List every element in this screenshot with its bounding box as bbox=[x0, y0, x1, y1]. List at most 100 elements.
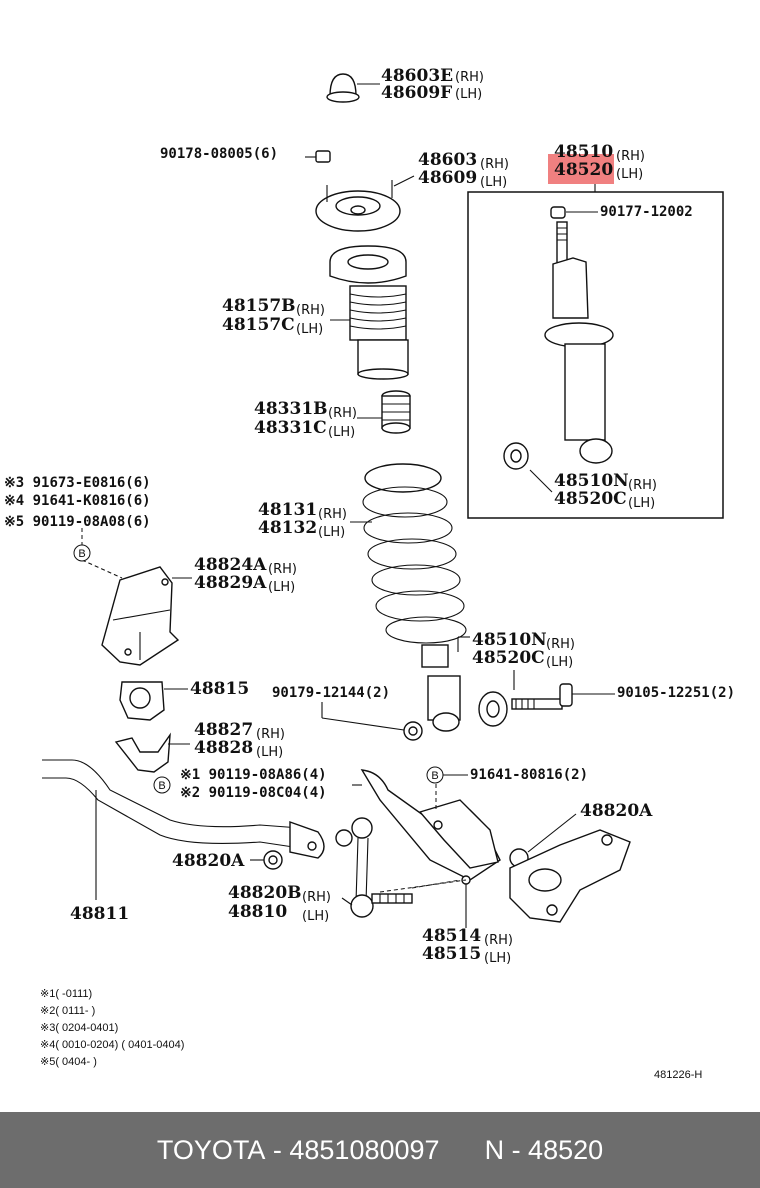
footnote-4: ※4( 0010-0204) ( 0401-0404) bbox=[40, 1039, 184, 1051]
label-48331b-rh: (RH) bbox=[328, 406, 357, 421]
footer-brand: TOYOTA bbox=[156, 1134, 266, 1165]
label-48331c-lh: (LH) bbox=[328, 425, 355, 440]
footer-ref: N - 48520 bbox=[484, 1134, 604, 1165]
callout-b-right-text: B bbox=[431, 770, 438, 782]
label-48811: 48811 bbox=[70, 904, 129, 924]
label-48609f-lh: (LH) bbox=[455, 87, 482, 102]
callout-b-right: B bbox=[426, 766, 444, 784]
footnote-1: ※1( -0111) bbox=[40, 988, 92, 1000]
label-48131: 48131 bbox=[258, 500, 317, 520]
label-90178: 90178-08005(6) bbox=[160, 146, 278, 162]
label-48510n-box: 48510N bbox=[554, 471, 629, 491]
label-48609: 48609 bbox=[418, 168, 477, 188]
label-48510-rh: (RH) bbox=[616, 149, 645, 164]
nut-48820a-left-part bbox=[263, 850, 283, 870]
label-90179: 90179-12144(2) bbox=[272, 685, 390, 701]
stabilizer-link-part bbox=[335, 817, 413, 918]
label-48331c: 48331C bbox=[254, 418, 327, 438]
footnote-5: ※5( 0404- ) bbox=[40, 1056, 97, 1068]
lower-arm-part bbox=[509, 829, 631, 923]
coil-spring-part bbox=[362, 463, 467, 644]
upper-support-part bbox=[315, 180, 401, 232]
label-90119-08a86: ※1 90119-08A86(4) bbox=[180, 767, 327, 783]
diagram-ref-code: 481226-H bbox=[654, 1069, 702, 1081]
footnotes: ※1( -0111) ※2( 0111- ) ※3( 0204-0401) ※4… bbox=[40, 988, 184, 1068]
label-48603-rh: (RH) bbox=[480, 157, 509, 172]
footer-sep-1: - bbox=[265, 1134, 290, 1165]
label-48515: 48515 bbox=[422, 944, 481, 964]
label-48132-lh: (LH) bbox=[318, 525, 345, 540]
callout-b-mid: B bbox=[153, 776, 171, 794]
footer-part-number: 4851080097 bbox=[289, 1134, 440, 1165]
label-48515-lh: (LH) bbox=[484, 951, 511, 966]
label-48132: 48132 bbox=[258, 518, 317, 538]
label-48827-rh: (RH) bbox=[256, 727, 285, 742]
leader-lines bbox=[81, 83, 615, 928]
strut-lower-part bbox=[421, 644, 461, 732]
label-48157b-rh: (RH) bbox=[296, 303, 325, 318]
label-48157c: 48157C bbox=[222, 315, 295, 335]
label-48827: 48827 bbox=[194, 720, 253, 740]
nut-90179-part bbox=[403, 721, 423, 741]
parts-diagram: B B B 48603E (RH) 48609F (LH) 90178-0800… bbox=[4, 66, 735, 1081]
footer-gap bbox=[440, 1135, 485, 1166]
label-48510n: 48510N bbox=[472, 630, 547, 650]
label-48514-rh: (RH) bbox=[484, 933, 513, 948]
label-48331b: 48331B bbox=[254, 399, 328, 419]
label-90105: 90105-12251(2) bbox=[617, 685, 735, 701]
shock-absorber-box bbox=[467, 183, 724, 519]
label-48820b: 48820B bbox=[228, 883, 302, 903]
label-48829a-lh: (LH) bbox=[268, 580, 295, 595]
label-48603: 48603 bbox=[418, 150, 477, 170]
label-91641-80816: 91641-80816(2) bbox=[470, 767, 588, 783]
callout-b-mid-text: B bbox=[158, 780, 165, 792]
part-labels: 48603E (RH) 48609F (LH) 90178-08005(6) 4… bbox=[4, 66, 735, 966]
label-48520c-box-lh: (LH) bbox=[628, 496, 655, 511]
label-91641-k0816: ※4 91641-K0816(6) bbox=[4, 493, 151, 509]
dust-cap-part bbox=[326, 73, 360, 103]
label-48824a: 48824A bbox=[194, 555, 267, 575]
bushing-48815-part bbox=[119, 681, 165, 721]
label-48157b: 48157B bbox=[222, 296, 296, 316]
label-48810-lh: (LH) bbox=[302, 909, 329, 924]
label-90119-08a08: ※5 90119-08A08(6) bbox=[4, 514, 151, 530]
label-48609-lh: (LH) bbox=[480, 175, 507, 190]
label-48514: 48514 bbox=[422, 926, 481, 946]
callout-b-left-text: B bbox=[78, 548, 85, 560]
label-48603e-rh: (RH) bbox=[455, 70, 484, 85]
label-48829a: 48829A bbox=[194, 573, 267, 593]
footnote-2: ※2( 0111- ) bbox=[40, 1005, 95, 1017]
bumper-part bbox=[381, 390, 411, 434]
label-48609f: 48609F bbox=[381, 83, 452, 103]
label-48820b-rh: (RH) bbox=[302, 890, 331, 905]
bolt-90105-part bbox=[478, 683, 573, 727]
label-48510n-rh: (RH) bbox=[546, 637, 575, 652]
label-48510n-box-rh: (RH) bbox=[628, 478, 657, 493]
stabilizer-bar-part bbox=[42, 759, 325, 859]
label-48520-highlighted: 48520 bbox=[554, 160, 613, 180]
footer-bar: TOYOTA - 4851080097 N - 48520 bbox=[0, 1112, 760, 1188]
footnote-3: ※3( 0204-0401) bbox=[40, 1022, 118, 1034]
highlight-box bbox=[548, 154, 614, 184]
label-48820a-left: 48820A bbox=[172, 851, 245, 871]
label-48815: 48815 bbox=[190, 679, 249, 699]
label-48520c: 48520C bbox=[472, 648, 545, 668]
label-48510: 48510 bbox=[554, 142, 613, 162]
label-48520-lh: (LH) bbox=[616, 167, 643, 182]
label-48820a-right: 48820A bbox=[580, 801, 653, 821]
label-48824a-rh: (RH) bbox=[268, 562, 297, 577]
label-48520c-lh: (LH) bbox=[546, 655, 573, 670]
nut-90178-part bbox=[315, 150, 331, 163]
bracket-48824a-part bbox=[101, 566, 180, 666]
label-90119-08c04: ※2 90119-08C04(4) bbox=[180, 785, 327, 801]
knuckle-part bbox=[360, 769, 501, 885]
label-91673: ※3 91673-E0816(6) bbox=[4, 475, 151, 491]
label-48603e: 48603E bbox=[381, 66, 453, 86]
label-48828: 48828 bbox=[194, 738, 253, 758]
coil-spring-insulator-part bbox=[329, 245, 409, 380]
label-90177: 90177-12002 bbox=[600, 204, 693, 220]
label-48157c-lh: (LH) bbox=[296, 322, 323, 337]
label-48131-rh: (RH) bbox=[318, 507, 347, 522]
callout-b-left: B bbox=[73, 544, 91, 562]
bracket-48827-part bbox=[114, 732, 171, 773]
